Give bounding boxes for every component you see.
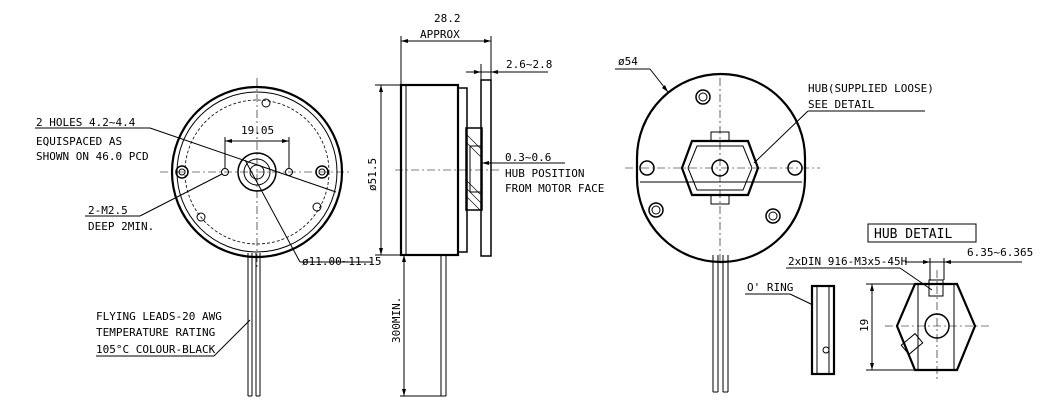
dim-54: ø54 xyxy=(618,55,638,68)
hub-position-2: FROM MOTOR FACE xyxy=(505,182,604,195)
bore-outer xyxy=(237,152,277,192)
side-view: 28.2 APPROX 2.6~2.8 ø51.5 0.3~0.6 HUB PO… xyxy=(366,12,604,397)
dim-635: 6.35~6.365 xyxy=(967,246,1033,259)
hub-supplied-2: SEE DETAIL xyxy=(808,98,875,111)
m25-label-2: DEEP 2MIN. xyxy=(88,220,154,233)
hub-detail: HUB DETAIL O' RING 6.35~6.365 2xDIN 916-… xyxy=(745,223,1033,382)
dim-19: 19 xyxy=(858,319,871,332)
approx-word: APPROX xyxy=(420,28,460,41)
leads-label-1: FLYING LEADS-20 AWG xyxy=(96,310,222,323)
hub-disc xyxy=(480,79,492,257)
hex-hub xyxy=(680,139,760,197)
leads-label-2: TEMPERATURE RATING xyxy=(96,326,215,339)
holes-label-3: SHOWN ON 46.0 PCD xyxy=(36,150,149,163)
hub-position-1: HUB POSITION xyxy=(505,167,584,180)
mount-hole-left xyxy=(175,165,189,179)
holes-label-1: 2 HOLES 4.2~4.4 xyxy=(36,116,136,129)
dim-26-28: 2.6~2.8 xyxy=(506,58,552,71)
front-view: 19.05 2 HOLES 4.2~4.4 EQUISPACED AS SHOW… xyxy=(35,78,381,397)
o-ring-body xyxy=(810,284,836,376)
dim-515: ø51.5 xyxy=(366,158,379,191)
dim-03-06: 0.3~0.6 xyxy=(505,151,551,164)
hub-supplied-1: HUB(SUPPLIED LOOSE) xyxy=(808,82,934,95)
rear-flange-outline xyxy=(635,72,807,264)
holes-label-2: EQUISPACED AS xyxy=(36,135,122,148)
hub-detail-title: HUB DETAIL xyxy=(874,227,952,242)
dim-300: 300MIN. xyxy=(390,297,403,343)
mount-hole-right xyxy=(315,165,329,179)
shaft-dia-label: ø11.00~11.15 xyxy=(302,255,381,268)
rear-view: ø54 HUB(SUPPLIED LOOSE) SEE DETAIL xyxy=(615,55,934,393)
hub-detail-hex xyxy=(895,282,977,372)
leads-label-3: 105°C COLOUR-BLACK xyxy=(96,343,216,356)
din-screw-label: 2xDIN 916-M3x5-45H xyxy=(788,255,907,268)
hub-bore xyxy=(711,159,729,177)
dim-1905-label: 19.05 xyxy=(241,124,274,137)
hub-detail-title-box xyxy=(867,223,977,243)
m25-hole-left xyxy=(221,168,229,176)
bore-inner xyxy=(243,158,271,186)
oring-label: O' RING xyxy=(747,281,793,294)
m25-label-1: 2-M2.5 xyxy=(88,204,128,217)
approx-value: 28.2 xyxy=(434,12,461,25)
